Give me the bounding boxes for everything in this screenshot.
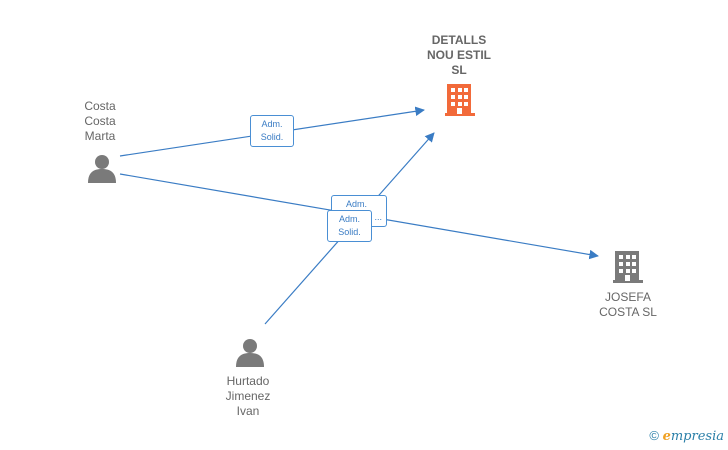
company-name-line: COSTA SL bbox=[599, 305, 657, 319]
person-label-costa[interactable]: Costa Costa Marta bbox=[60, 99, 140, 144]
person-name-line: Jimenez bbox=[225, 389, 271, 403]
person-name-line: Marta bbox=[84, 129, 116, 143]
edge-label-line: ... bbox=[374, 212, 382, 222]
person-name-line: Costa bbox=[84, 114, 116, 128]
company-name-line: SL bbox=[451, 63, 467, 77]
edge-label-line: Adm. bbox=[338, 214, 360, 224]
person-name-line: Costa bbox=[84, 99, 116, 113]
building-icon[interactable] bbox=[613, 251, 643, 283]
company-name-line: DETALLS bbox=[431, 33, 487, 47]
brand-name: empresia bbox=[663, 429, 724, 444]
edge-label-hurtado-detalls[interactable]: Adm. Solid. bbox=[327, 210, 372, 242]
empresia-logo[interactable]: © empresia bbox=[649, 428, 724, 444]
person-name-line: Ivan bbox=[236, 404, 260, 418]
brand-e: e bbox=[662, 429, 671, 444]
edge-label-line: Solid. bbox=[260, 132, 284, 142]
person-icon[interactable] bbox=[88, 155, 116, 183]
building-icon[interactable] bbox=[445, 84, 475, 116]
company-label-josefa[interactable]: JOSEFA COSTA SL bbox=[583, 290, 673, 320]
company-name-line: NOU ESTIL bbox=[426, 48, 491, 62]
company-name-line: JOSEFA bbox=[604, 290, 651, 304]
person-name-line: Hurtado bbox=[226, 374, 270, 388]
brand-rest: mpresia bbox=[670, 429, 724, 444]
edge-label-line: Adm. bbox=[261, 119, 283, 129]
copyright-symbol: © bbox=[649, 428, 659, 443]
person-label-hurtado[interactable]: Hurtado Jimenez Ivan bbox=[208, 374, 288, 419]
edge-label-line: Solid. bbox=[338, 227, 361, 237]
edge-label-line: Adm. bbox=[346, 199, 368, 209]
company-label-detalls[interactable]: DETALLS NOU ESTIL SL bbox=[414, 33, 504, 78]
edge-label-costa-detalls[interactable]: Adm. Solid. bbox=[250, 115, 294, 147]
person-icon[interactable] bbox=[236, 339, 264, 367]
